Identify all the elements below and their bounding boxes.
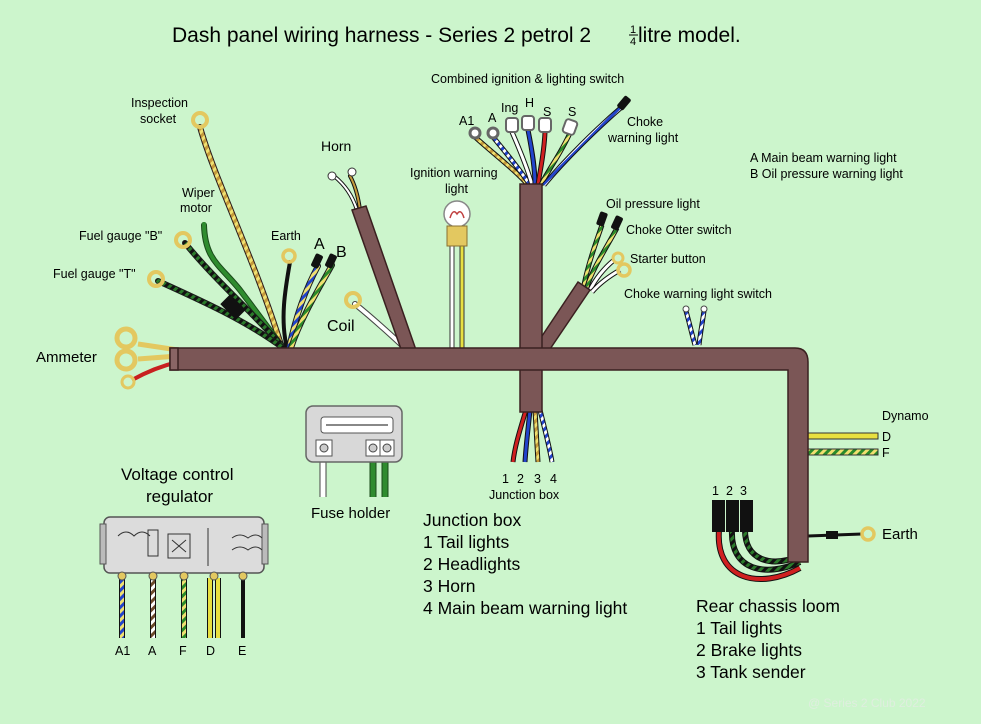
- rear-chassis-list-item: 3 Tank sender: [696, 662, 806, 682]
- junction-box-list-item: 3 Horn: [423, 576, 476, 596]
- label-choke-warning-2: warning light: [607, 131, 679, 145]
- junction-box-list-item: 4 Main beam warning light: [423, 598, 627, 618]
- label-vcr-d: D: [206, 644, 215, 658]
- fuel-gauge-b-terminal: [174, 231, 192, 249]
- junction-box-wires: [510, 409, 555, 463]
- coil-terminal: [344, 291, 362, 309]
- label-dynamo: Dynamo: [882, 409, 929, 423]
- rear-chassis-list-item: 2 Brake lights: [696, 640, 802, 660]
- label-sw-s2: S: [568, 105, 576, 119]
- label-fuse-holder: Fuse holder: [311, 505, 390, 522]
- rear-chassis-list: Rear chassis loom 1 Tail lights 2 Brake …: [696, 596, 840, 682]
- main-loom: [169, 183, 809, 563]
- label-wiper-motor: Wiper: [182, 186, 215, 200]
- label-choke-light-switch: Choke warning light switch: [624, 287, 772, 301]
- fuel-gauge-sleeve: [220, 294, 246, 320]
- label-vcr-f: F: [179, 644, 187, 658]
- switch-wires: [473, 103, 626, 187]
- label-choke-warning: Choke: [627, 115, 663, 129]
- label-coil: Coil: [327, 318, 355, 335]
- junction-box-list-title: Junction box: [423, 510, 522, 530]
- rear-chassis-connectors: [712, 500, 753, 532]
- label-vcr-a: A: [148, 644, 157, 658]
- junction-box-list: Junction box 1 Tail lights 2 Headlights …: [423, 510, 627, 618]
- label-jb-2: 2: [517, 472, 524, 486]
- earth-right-terminal: [860, 526, 876, 542]
- wiper-motor-terminal: [202, 222, 206, 226]
- label-junction-box-small: Junction box: [489, 488, 560, 502]
- diagram-title: Dash panel wiring harness - Series 2 pet…: [172, 24, 591, 47]
- label-jb-3: 3: [534, 472, 541, 486]
- label-b-big: B: [336, 244, 347, 261]
- label-vcr-2: regulator: [146, 487, 213, 506]
- label-sw-h: H: [525, 96, 534, 110]
- choke-switch-bullets: [682, 305, 708, 313]
- right-fan-wires: [581, 224, 622, 294]
- label-sw-a1: A1: [459, 114, 474, 128]
- dynamo-wires: [807, 432, 879, 456]
- label-sw-s1: S: [543, 105, 551, 119]
- label-fuel-gauge-t: Fuel gauge "T": [53, 267, 136, 281]
- label-oil-pressure: Oil pressure light: [606, 197, 700, 211]
- wires-left-bundle: [155, 124, 465, 351]
- horn-connectors: [327, 167, 357, 181]
- junction-box-list-item: 1 Tail lights: [423, 532, 510, 552]
- label-ammeter: Ammeter: [36, 349, 97, 366]
- label-rc-2: 2: [726, 484, 733, 498]
- right-fan-connectors: [596, 211, 632, 278]
- label-vcr: Voltage control: [121, 465, 233, 484]
- fuel-gauge-t-terminal: [147, 270, 165, 288]
- a-bullet-connector: [311, 253, 323, 269]
- label-rc-1: 1: [712, 484, 719, 498]
- title-fraction-numerator: 1: [630, 24, 636, 36]
- label-jb-1: 1: [502, 472, 509, 486]
- switch-terminals: [468, 95, 631, 140]
- label-earth-right: Earth: [882, 526, 918, 543]
- label-a-big: A: [314, 236, 325, 253]
- label-choke-otter: Choke Otter switch: [626, 223, 732, 237]
- label-earth-top: Earth: [271, 229, 301, 243]
- label-sw-a: A: [488, 111, 497, 125]
- ignition-warning-bulb: [443, 200, 471, 247]
- label-vcr-e: E: [238, 644, 246, 658]
- watermark: @ Series 2 Club 2022: [808, 696, 926, 710]
- earth-top-terminal: [281, 248, 297, 264]
- label-inspection-socket: Inspection: [131, 96, 188, 110]
- b-bullet-connector: [325, 253, 337, 269]
- ammeter-terminals: [114, 326, 138, 390]
- label-horn: Horn: [321, 138, 351, 154]
- legend-a: A Main beam warning light: [750, 151, 897, 165]
- rear-chassis-list-item: 1 Tail lights: [696, 618, 783, 638]
- label-fuel-gauge-b: Fuel gauge "B": [79, 229, 162, 243]
- label-sw-ing: Ing: [501, 101, 518, 115]
- diagram-title-tail: litre model.: [638, 24, 741, 47]
- label-starter-button: Starter button: [630, 252, 706, 266]
- voltage-control-regulator: [99, 516, 269, 638]
- inspection-socket-terminal: [191, 111, 209, 129]
- label-ignition-light-2: light: [445, 182, 468, 196]
- label-jb-4: 4: [550, 472, 557, 486]
- label-rc-3: 3: [740, 484, 747, 498]
- label-switch-title: Combined ignition & lighting switch: [431, 72, 624, 86]
- label-ignition-light: Ignition warning: [410, 166, 498, 180]
- label-wiper-motor-2: motor: [180, 201, 212, 215]
- legend-b: B Oil pressure warning light: [750, 167, 903, 181]
- label-dynamo-f: F: [882, 446, 890, 460]
- label-vcr-a1: A1: [115, 644, 130, 658]
- label-dynamo-d: D: [882, 430, 891, 444]
- label-inspection-socket-2: socket: [140, 112, 177, 126]
- junction-box-list-item: 2 Headlights: [423, 554, 521, 574]
- rear-chassis-list-title: Rear chassis loom: [696, 596, 840, 616]
- fuse-holder: [305, 405, 403, 497]
- choke-light-switch-wires: [683, 310, 707, 346]
- title-fraction-denominator: 4: [630, 36, 636, 48]
